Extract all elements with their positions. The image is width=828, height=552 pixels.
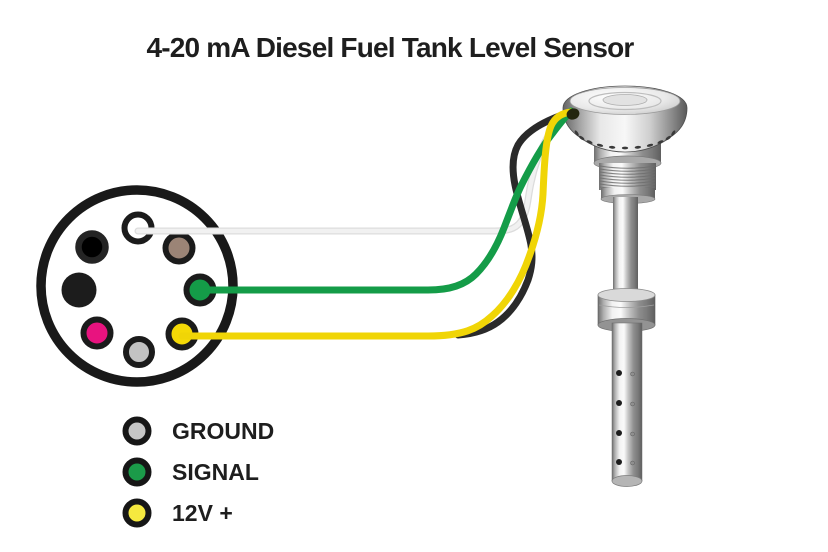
sensor-flange-top-ring (588, 91, 662, 111)
legend: GROUND SIGNAL 12V + (122, 416, 274, 528)
connector-pin-black-upper-left (75, 230, 109, 264)
wire-yellow (178, 108, 575, 340)
connector-pin-pink (80, 316, 114, 350)
sensor-collar-top (597, 288, 656, 302)
legend-swatch-signal (122, 457, 152, 487)
sensor-upper-shaft (613, 197, 638, 296)
legend-label-12v: 12V + (172, 500, 233, 526)
sensor-tube-holes (616, 370, 635, 466)
legend-label-signal: SIGNAL (172, 459, 259, 485)
connector (36, 185, 238, 387)
sensor-flange-holes (574, 130, 676, 150)
connector-pin-black-left (61, 272, 97, 308)
diagram-title: 4-20 mA Diesel Fuel Tank Level Sensor (146, 32, 634, 63)
legend-label-ground: GROUND (172, 418, 274, 444)
sensor-illustration (562, 85, 688, 487)
sensor-collar-seam (598, 304, 655, 308)
legend-swatch-12v (122, 498, 152, 528)
legend-swatch-ground (122, 416, 152, 446)
connector-pin-brown (162, 231, 196, 265)
sensor-flange-top-boss (602, 94, 648, 106)
sensor-thread-ridges (599, 165, 656, 190)
sensor-cable-entry-hole (566, 108, 580, 120)
connector-pin-gray (123, 336, 155, 368)
sensor-tube-bottom (611, 475, 643, 487)
wire-green (196, 107, 575, 294)
sensor-thread-base (601, 188, 655, 199)
wires (134, 107, 580, 340)
